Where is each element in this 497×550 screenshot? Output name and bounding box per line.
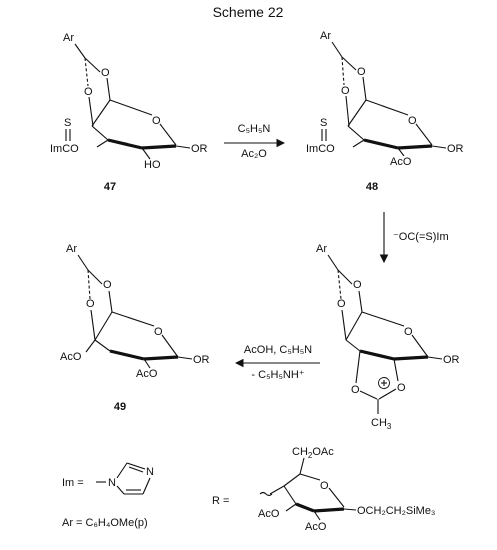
methyl-label: CH3 [371,417,392,431]
r-label: R = [212,495,229,507]
aco-label: AcO [390,156,412,168]
acetal-oxygen: O [84,86,93,98]
compound-number-47: 47 [104,181,116,193]
ar-definition: Ar = C₆H₄OMe(p) [62,517,148,529]
wavy-bond [259,491,273,497]
acetal-oxygen: O [353,279,362,291]
or-label: OR [191,143,208,155]
compound-47: Ar O O O OR HO ImCO S [50,32,208,171]
or-label: OR [193,354,210,366]
aco-label: AcO [258,508,280,520]
compound-number-48: 48 [366,181,378,193]
reagent-ac2o: Ac₂O [241,148,267,160]
aco-label: AcO [305,521,327,533]
acetal-oxygen: O [341,85,350,97]
sulfur-label: S [320,117,327,129]
r-group-definition: R = CH2OAc O AcO AcO OCH₂CH₂SiMe₃ [212,446,435,533]
acetal-oxygen: O [103,279,112,291]
ring-oxygen: O [320,480,329,492]
reagent-pyridine: C₅H₅N [238,123,271,135]
dioxolenium-oxygen: O [351,384,360,396]
ar-label: Ar [320,30,331,42]
aco-label: AcO [136,368,158,380]
imidazole-n3: N [146,466,154,478]
or-label: OR [447,143,464,155]
imco-label: ImCO [306,143,335,155]
dioxolenium-oxygen: O [397,382,406,394]
or-label: OR [443,354,460,366]
ar-label: Ar [316,243,327,255]
sulfur-label: S [64,117,71,129]
acetal-oxygen: O [357,66,366,78]
aco-label: AcO [60,351,82,363]
acetal-oxygen: O [86,298,95,310]
r-chain-label: OCH₂CH₂SiMe₃ [357,505,435,517]
ch2oac-label: CH2OAc [292,446,334,460]
reagent-pyridinium: - C₅H₅NH⁺ [251,369,304,381]
im-label: Im = [62,477,84,489]
compound-48: Ar O O O OR AcO ImCO S [306,30,464,168]
ar-label: Ar [63,32,74,44]
ring-oxygen: O [154,326,163,338]
acetal-oxygen: O [337,298,346,310]
scheme-title: Scheme 22 [213,4,284,20]
compound-number-49: 49 [114,401,126,413]
ho-label: HO [144,159,161,171]
dioxolenium-intermediate: Ar O O O OR O O CH3 [316,243,460,431]
ring-oxygen: O [404,326,413,338]
compound-49: Ar O O O OR AcO AcO [60,243,210,380]
ar-label: Ar [66,243,77,255]
acetal-oxygen: O [101,67,110,79]
imidazole-definition: Im = N N [62,462,154,495]
ring-oxygen: O [408,115,417,127]
reagent-leaving-group: ⁻OC(=S)Im [393,231,449,243]
ring-oxygen: O [152,115,161,127]
imidazole-n1: N [108,477,116,489]
reagent-acoh-pyridine: AcOH, C₅H₅N [244,344,312,356]
imco-label: ImCO [50,143,79,155]
